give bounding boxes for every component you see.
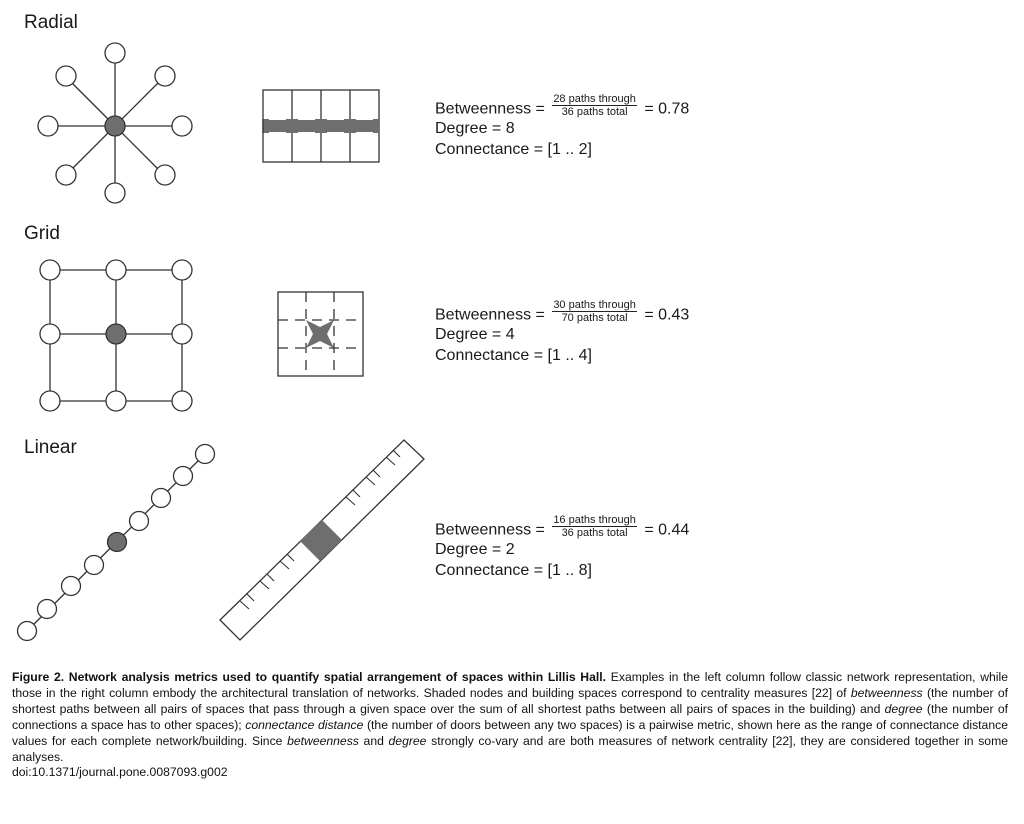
betweenness-fraction: 16 paths through 36 paths total (552, 514, 637, 539)
linear-node (83, 554, 105, 576)
linear-node (172, 465, 194, 487)
betweenness-label: Betweenness = (435, 306, 545, 324)
linear-node-shaded (106, 531, 128, 553)
linear-network (16, 443, 216, 642)
linear-node (150, 487, 172, 509)
caption-text: (the number of shortest paths between al… (12, 685, 1008, 716)
figure-caption: Figure 2. Network analysis metrics used … (12, 670, 1008, 781)
grid-node (171, 390, 193, 412)
caption-text: (the number of connections a space has t… (12, 701, 1008, 732)
betweenness-fraction: 30 paths through 70 paths total (552, 299, 637, 324)
betweenness-line: Betweenness = 28 paths through 36 paths … (435, 93, 690, 118)
metrics-linear: Betweenness = 16 paths through 36 paths … (435, 514, 690, 581)
caption-text: strongly co-vary and are both measures o… (12, 733, 1008, 764)
metrics-grid: Betweenness = 30 paths through 70 paths … (435, 299, 690, 366)
radial-node (171, 115, 193, 137)
connectance-line: Connectance = [1 .. 8] (435, 562, 592, 579)
grid-node (39, 390, 61, 412)
caption-emphasis: connectance distance (245, 717, 364, 732)
linear-node (128, 510, 150, 532)
radial-node (154, 164, 176, 186)
betweenness-value: = 0.78 (644, 100, 690, 118)
grid-building (277, 291, 364, 377)
fraction-numerator: 28 paths through (552, 93, 637, 106)
radial-building (262, 89, 380, 163)
linear-node (36, 598, 58, 620)
linear-building (219, 439, 425, 641)
grid-node (171, 323, 193, 345)
betweenness-fraction: 28 paths through 36 paths total (552, 93, 637, 118)
caption-emphasis: betweenness (850, 685, 923, 700)
grid-network (39, 259, 193, 412)
betweenness-label: Betweenness = (435, 100, 545, 118)
radial-network (37, 42, 193, 204)
radial-node (55, 164, 77, 186)
radial-node (154, 65, 176, 87)
section-title-grid: Grid (24, 223, 60, 244)
caption-lead: Figure 2. Network analysis metrics used … (12, 670, 607, 684)
degree-line: Degree = 8 (435, 120, 515, 137)
betweenness-line: Betweenness = 16 paths through 36 paths … (435, 514, 690, 539)
section-title-linear: Linear (24, 437, 77, 458)
radial-corridor-shaded (263, 119, 379, 133)
linear-node (194, 443, 216, 465)
fraction-numerator: 16 paths through (552, 514, 637, 527)
section-title-radial: Radial (24, 12, 78, 33)
betweenness-line: Betweenness = 30 paths through 70 paths … (435, 299, 690, 324)
degree-line: Degree = 2 (435, 541, 515, 558)
radial-node (104, 182, 126, 204)
radial-center-node-shaded (104, 115, 126, 137)
betweenness-label: Betweenness = (435, 521, 545, 539)
caption-text: Examples in the left column follow class… (12, 670, 1008, 700)
linear-node (16, 620, 38, 642)
connectance-line: Connectance = [1 .. 2] (435, 141, 592, 158)
grid-center-node-shaded (105, 323, 127, 345)
caption-doi[interactable]: doi:10.1371/journal.pone.0087093.g002 (12, 765, 228, 780)
betweenness-value: = 0.43 (644, 306, 690, 324)
caption-emphasis: degree (884, 701, 923, 716)
degree-line: Degree = 4 (435, 326, 515, 343)
radial-node (37, 115, 59, 137)
caption-text: and (358, 733, 389, 748)
fraction-numerator: 30 paths through (552, 299, 637, 312)
fraction-denominator: 70 paths total (561, 312, 628, 324)
grid-node (171, 259, 193, 281)
radial-node (55, 65, 77, 87)
radial-node (104, 42, 126, 64)
caption-text: (the number of doors between any two spa… (12, 717, 1008, 748)
grid-node (105, 259, 127, 281)
fraction-denominator: 36 paths total (561, 106, 628, 118)
grid-node (39, 259, 61, 281)
caption-emphasis: betweenness (287, 733, 359, 748)
caption-emphasis: degree (388, 733, 427, 748)
connectance-line: Connectance = [1 .. 4] (435, 347, 592, 364)
betweenness-value: = 0.44 (644, 521, 690, 539)
linear-node (60, 575, 82, 597)
fraction-denominator: 36 paths total (561, 527, 628, 539)
grid-center-space-shaded (306, 320, 334, 348)
grid-node (39, 323, 61, 345)
metrics-radial: Betweenness = 28 paths through 36 paths … (435, 93, 690, 160)
figure-diagrams (16, 42, 425, 642)
grid-node (105, 390, 127, 412)
linear-space-shaded (300, 520, 342, 561)
